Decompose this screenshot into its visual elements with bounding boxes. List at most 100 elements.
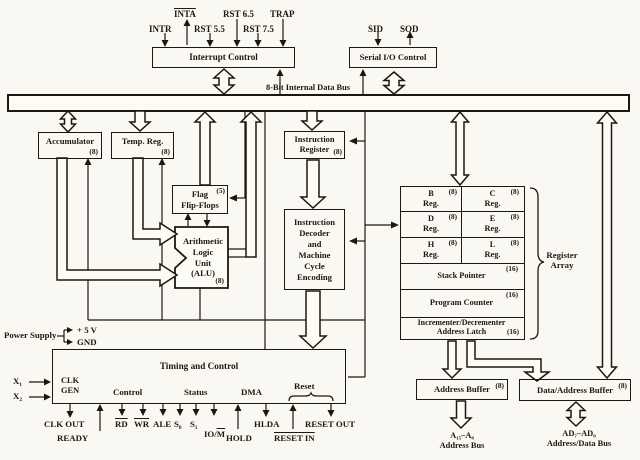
register-name: D: [428, 213, 434, 223]
data-address-buffer-size: (8): [618, 381, 627, 390]
serial-io-control-box: Serial I/O Control: [349, 47, 437, 68]
row-separator: [401, 237, 524, 238]
pin-sid: SID: [368, 24, 384, 34]
control-group-label: Control: [113, 387, 143, 397]
pin-rst75: RST 7.5: [243, 24, 274, 34]
timing-control-box: Timing and Control CLK GEN Control Statu…: [52, 349, 346, 404]
address-bus-label: A₁₅–A₈ Address Bus: [439, 431, 485, 450]
row-separator: [401, 289, 524, 290]
gnd-label: GND: [77, 337, 97, 347]
register-array-label: Register Array: [546, 250, 578, 271]
stack-pointer-label: Stack Pointer: [437, 271, 486, 281]
pin-rst55: RST 5.5: [194, 24, 225, 34]
alu-size: (8): [215, 275, 224, 285]
hollow-arrows: [56, 67, 619, 430]
instruction-decoder-box: Instruction Decoder and Machine Cycle En…: [284, 209, 345, 290]
reset-brace: [288, 391, 334, 402]
register-size: (8): [510, 213, 519, 221]
register-name: E: [489, 213, 496, 223]
incrementer-decrementer-label: Incrementer/Decrementer: [417, 317, 506, 327]
address-buffer-box: Address Buffer (8): [416, 379, 508, 400]
register-array: (8) B Reg. (8) C Reg. (8) D Reg. (8) E R…: [400, 186, 525, 340]
program-counter-row: (16) Program Counter: [401, 289, 522, 317]
pin-s1: S₁: [190, 419, 198, 429]
pin-inta: INTA: [174, 9, 196, 19]
pin-reset-out: RESET OUT: [305, 419, 355, 429]
accumulator-label: Accumulator: [45, 136, 95, 146]
register-suffix: Reg.: [484, 199, 501, 208]
temp-reg-size: (8): [161, 147, 170, 157]
register-name: L: [489, 239, 496, 249]
register-suffix: Reg.: [484, 224, 501, 233]
timing-control-title: Timing and Control: [159, 361, 239, 371]
register-e-cell: (8) E Reg.: [462, 212, 523, 236]
register-suffix: Reg.: [423, 224, 439, 233]
status-group-label: Status: [184, 387, 208, 397]
instruction-register-label: Instruction Register: [294, 134, 335, 154]
register-size: (16): [506, 265, 518, 273]
internal-data-bus-bar: [7, 94, 630, 112]
power-supply-label: Power Supply: [4, 330, 57, 340]
address-latch-label: Address Latch: [436, 327, 487, 336]
instruction-register-box: Instruction Register (8): [284, 131, 345, 159]
address-buffer-size: (8): [495, 381, 504, 390]
instruction-register-size: (8): [333, 147, 342, 157]
register-b-cell: (8) B Reg.: [401, 187, 461, 211]
data-address-buffer-box: Data/Address Buffer (8): [519, 379, 631, 401]
flag-label: Flag Flip-Flops: [181, 189, 219, 210]
register-name: H: [427, 239, 435, 249]
column-divider: [461, 187, 462, 263]
pin-sod: SOD: [400, 24, 419, 34]
pin-hlda: HLDA: [254, 419, 280, 429]
pin-hold: HOLD: [226, 433, 252, 443]
bus-label: 8-Bit Internal Data Bus: [266, 83, 350, 92]
pin-io-m-prefix: IO/: [204, 429, 217, 440]
register-size: (16): [506, 291, 518, 299]
pin-x1: X₁: [13, 376, 22, 386]
pin-ready: READY: [57, 433, 89, 443]
stack-pointer-row: (16) Stack Pointer: [401, 263, 522, 289]
address-latch-row: Incrementer/Decrementer Address Latch (1…: [401, 317, 522, 337]
register-d-cell: (8) D Reg.: [401, 212, 461, 236]
register-size: (8): [510, 239, 519, 247]
address-data-bus-label: AD₇–AD₀ Address/Data Bus: [546, 429, 612, 448]
accumulator-size: (8): [89, 147, 98, 157]
register-suffix: Reg.: [423, 250, 439, 259]
register-suffix: Reg.: [484, 250, 501, 259]
temp-reg-label: Temp. Reg.: [121, 136, 164, 146]
plus5v-label: + 5 V: [77, 325, 98, 335]
temp-reg-box: Temp. Reg. (8): [111, 132, 174, 159]
interrupt-control-box: Interrupt Control: [152, 47, 295, 68]
pin-x2: X₂: [13, 391, 22, 401]
pin-reset-in: RESET IN: [274, 433, 315, 443]
pin-rst65: RST 6.5: [223, 9, 254, 19]
dma-group-label: DMA: [241, 387, 263, 397]
pin-s0: S₀: [174, 419, 182, 429]
clk-gen-label: CLK GEN: [61, 376, 80, 395]
flag-flip-flops-box: Flag Flip-Flops (5): [172, 185, 228, 214]
register-l-cell: (8) L Reg.: [462, 238, 523, 262]
address-buffer-label: Address Buffer: [434, 384, 490, 395]
row-separator: [401, 317, 524, 318]
reset-group-label: Reset: [294, 381, 315, 391]
register-name: C: [489, 188, 496, 198]
register-name: B: [428, 188, 434, 198]
register-size: (8): [448, 239, 457, 247]
alu-outline: [174, 226, 229, 289]
register-suffix: Reg.: [423, 199, 439, 208]
register-size: (8): [510, 188, 519, 196]
alu-label: Arithmetic Logic Unit (ALU): [182, 236, 224, 279]
register-h-cell: (8) H Reg.: [401, 238, 461, 262]
arrowheads: [44, 19, 414, 418]
pin-ale: ALE: [153, 419, 172, 429]
register-size: (16): [507, 327, 519, 336]
pin-clk-out: CLK OUT: [44, 419, 85, 429]
alu-label-area: Arithmetic Logic Unit (ALU) (8): [180, 229, 226, 286]
row-separator: [401, 211, 524, 212]
accumulator-box: Accumulator (8): [38, 132, 102, 159]
pin-trap: TRAP: [270, 9, 295, 19]
pin-io-m: IO/M: [204, 419, 225, 439]
program-counter-label: Program Counter: [429, 298, 494, 308]
